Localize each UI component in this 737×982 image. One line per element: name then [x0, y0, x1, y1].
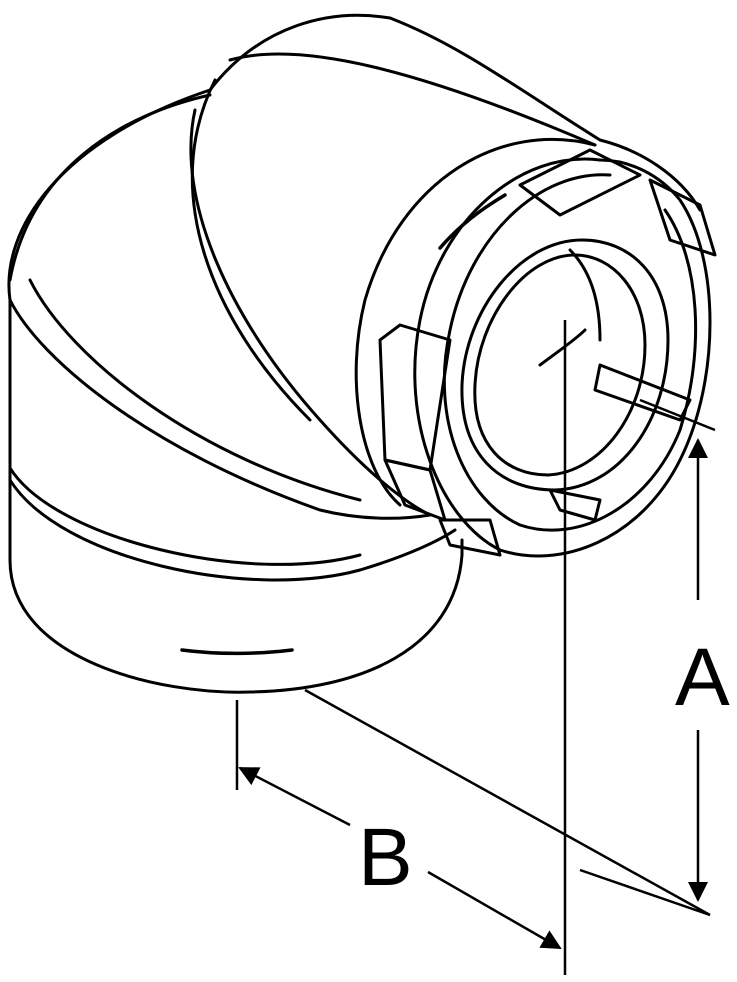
lug-top — [518, 148, 642, 217]
lug-upper-right — [648, 178, 717, 257]
inner-pipe-outer — [460, 238, 670, 492]
bayonet-ring — [378, 148, 717, 558]
dimension-a-label: A — [675, 632, 730, 723]
bottom-collar — [8, 298, 464, 694]
lug-lower-right — [548, 488, 602, 522]
bottom-slot — [180, 648, 294, 656]
outlet-sleeve — [354, 137, 702, 507]
lug-bottom — [438, 518, 502, 557]
lug-left — [378, 323, 452, 472]
inner-pipe-inner — [473, 253, 647, 477]
dimension-b: B — [235, 320, 711, 975]
elbow-segments — [7, 13, 602, 520]
inner-pipe — [460, 238, 670, 492]
dimension-b-arrow-left — [238, 766, 351, 827]
dimension-b-arrow-right — [427, 870, 562, 950]
dimension-a: A — [579, 398, 730, 917]
sleeve-slot — [438, 193, 507, 250]
dimension-b-label: B — [358, 812, 413, 903]
lug-right — [593, 363, 692, 422]
